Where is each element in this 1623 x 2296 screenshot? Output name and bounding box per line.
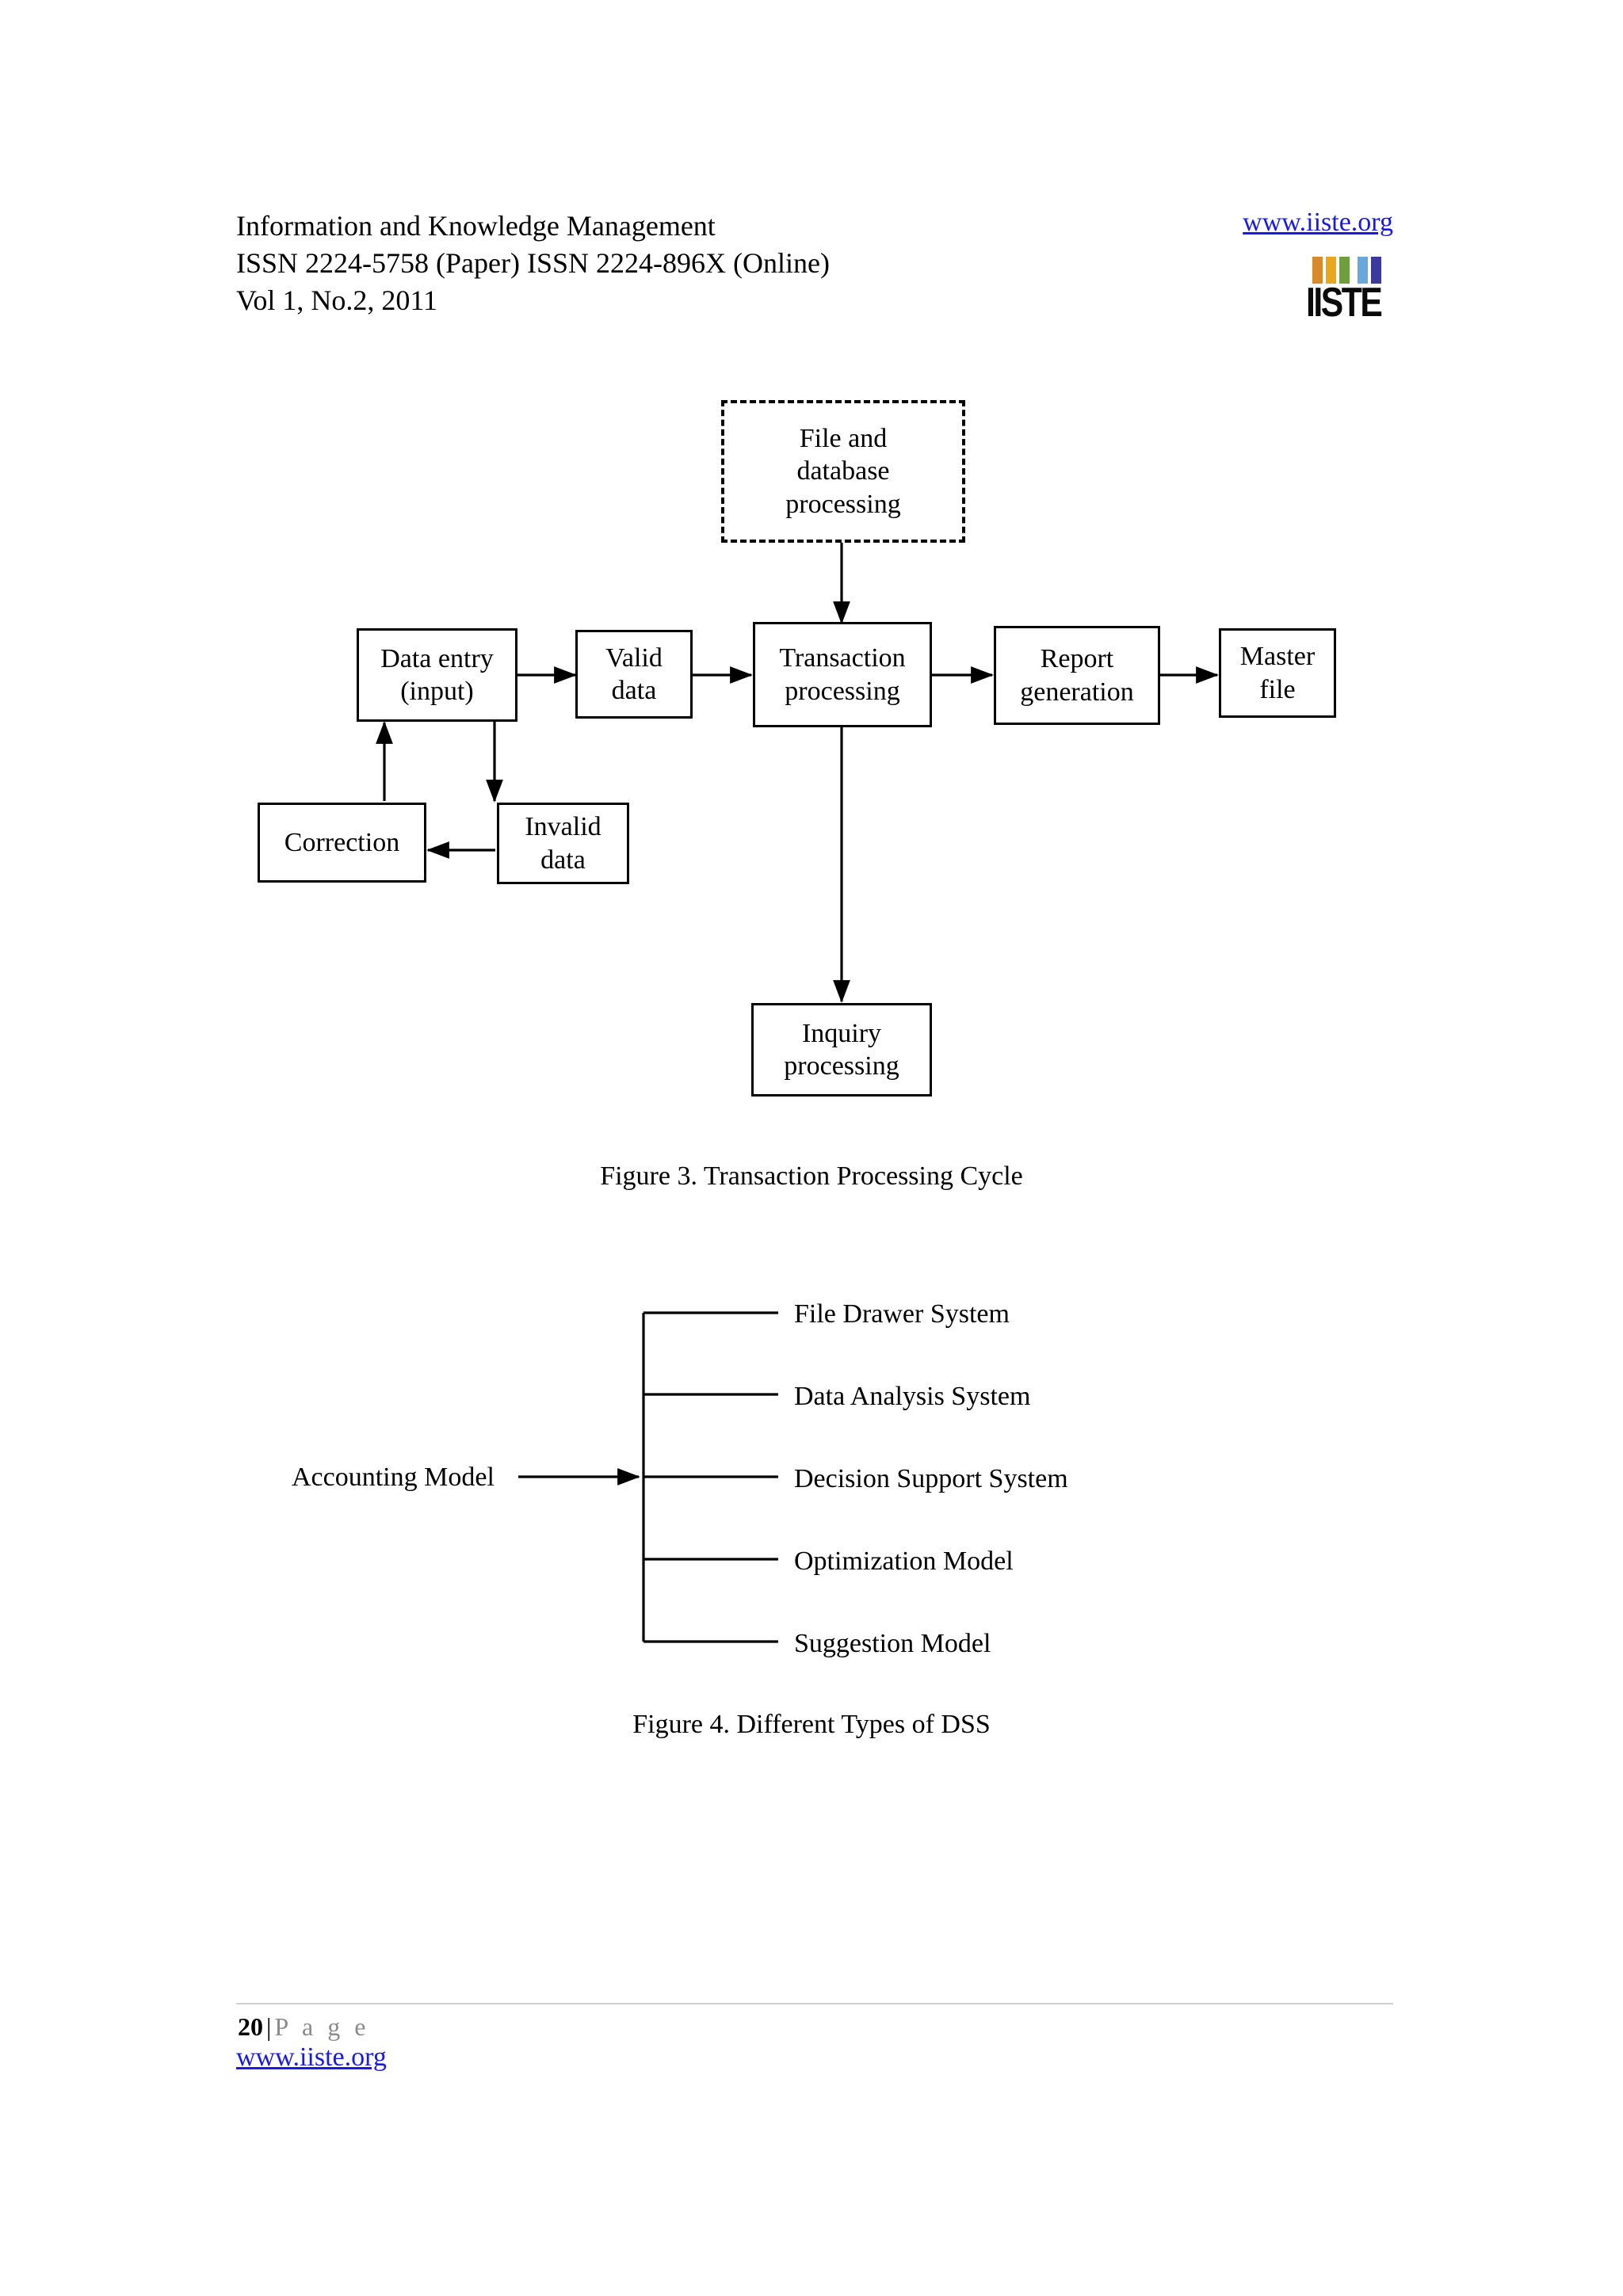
node-valid-data: Valid data <box>575 630 693 719</box>
figure4-caption: Figure 4. Different Types of DSS <box>632 1710 991 1739</box>
node-text-line1: Transaction <box>779 643 906 673</box>
node-text-line1: Valid <box>605 643 663 673</box>
node-text-line2: (input) <box>400 677 474 706</box>
journal-volume: Vol 1, No.2, 2011 <box>236 284 438 316</box>
node-transaction-processing: Transaction processing <box>753 622 932 727</box>
node-text-line1: Data entry <box>380 643 494 673</box>
iiste-logo: IISTE <box>1301 257 1388 333</box>
node-text-line2: processing <box>784 1051 899 1081</box>
tree-branch-label-decision-support-system: Decision Support System <box>794 1464 1068 1493</box>
node-text-line1: Inquiry <box>801 1018 882 1048</box>
tree-root-label: Accounting Model <box>292 1463 495 1492</box>
node-report-generation: Report generation <box>994 626 1160 725</box>
node-inquiry-processing: Inquiry processing <box>751 1003 932 1097</box>
footer-page-number: 20 <box>238 2012 263 2041</box>
figure3-caption: Figure 3. Transaction Processing Cycle <box>600 1161 1023 1191</box>
header-website-link[interactable]: www.iiste.org <box>1243 208 1393 237</box>
tree-branch-label-file-drawer-system: File Drawer System <box>794 1299 1010 1329</box>
node-text-line2: processing <box>785 676 900 706</box>
node-text-line2: data <box>611 676 657 705</box>
node-text-line3: processing <box>785 489 901 519</box>
footer-page-indicator: 20|P a g e <box>238 2012 369 2042</box>
journal-masthead: Information and Knowledge Management ISS… <box>236 208 830 318</box>
header-brand: www.iiste.org IISTE <box>1187 208 1393 323</box>
node-text-line2: generation <box>1020 677 1134 707</box>
node-text-line2: database <box>796 456 890 486</box>
journal-issn: ISSN 2224-5758 (Paper) ISSN 2224-896X (O… <box>236 246 830 279</box>
tree-branch-label-data-analysis-system: Data Analysis System <box>794 1382 1031 1411</box>
node-master-file: Master file <box>1219 628 1336 718</box>
node-text-line1: Report <box>1040 644 1114 674</box>
footer-website-link[interactable]: www.iiste.org <box>236 2042 387 2072</box>
node-data-entry: Data entry (input) <box>357 628 517 722</box>
footer-page-word: P a g e <box>274 2012 370 2041</box>
node-text-line1: Invalid <box>525 812 601 842</box>
node-text-line1: Master <box>1239 642 1316 672</box>
node-correction: Correction <box>258 803 426 883</box>
tree-branch-label-optimization-model: Optimization Model <box>794 1547 1014 1576</box>
node-text-line2: file <box>1259 674 1296 704</box>
logo-wordmark: IISTE <box>1306 280 1383 326</box>
node-invalid-data: Invalid data <box>497 803 629 884</box>
node-text: Correction <box>284 827 400 857</box>
node-text-line1: File and <box>799 423 888 453</box>
node-text-line2: data <box>540 845 586 875</box>
footer-separator: | <box>266 2012 272 2041</box>
journal-title: Information and Knowledge Management <box>236 210 716 242</box>
node-file-database-processing: File and database processing <box>721 400 965 543</box>
logo-color-bars-icon <box>1312 257 1388 284</box>
tree-branch-label-suggestion-model: Suggestion Model <box>794 1629 991 1658</box>
footer-divider <box>236 2003 1393 2004</box>
